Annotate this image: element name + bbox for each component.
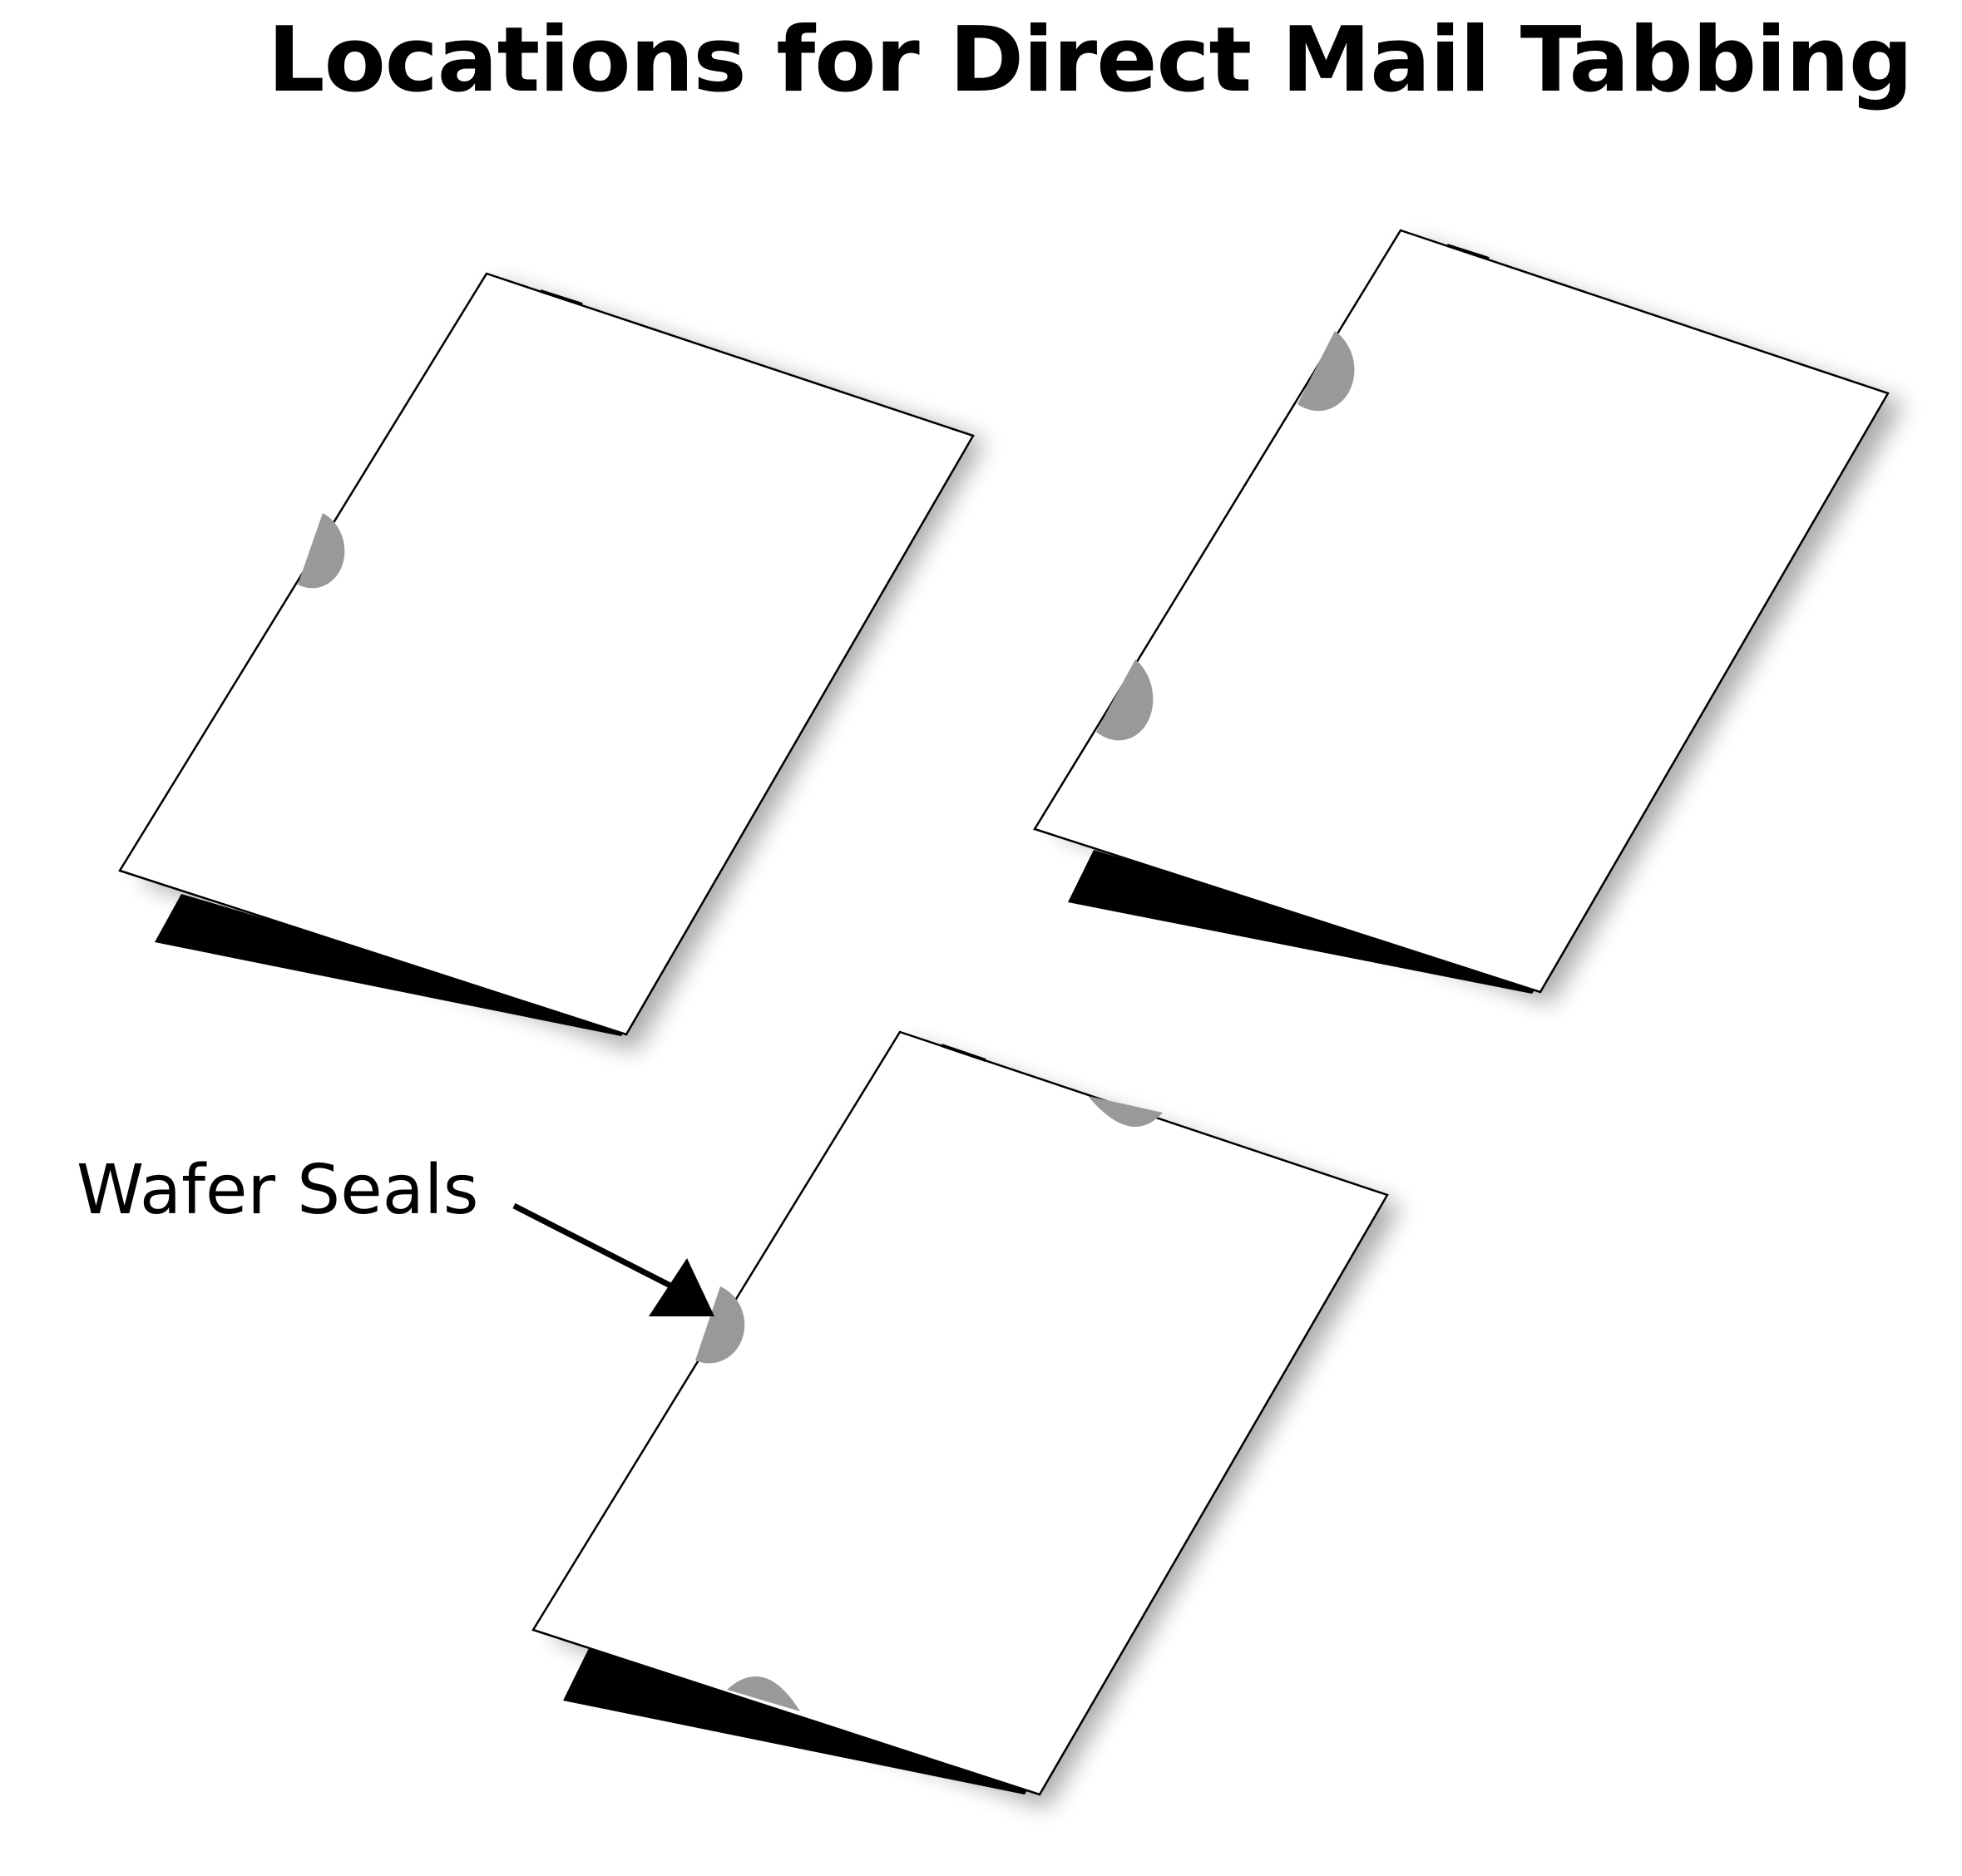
mailer-3-front-panel — [531, 1030, 1389, 1796]
mailer-3 — [531, 1030, 1401, 1809]
mailer-1 — [118, 272, 986, 1052]
mailer-1-back-flap — [155, 894, 628, 1036]
wafer-seal — [1096, 659, 1154, 741]
page-title: Locations for Direct Mail Tabbing — [267, 8, 1913, 112]
wafer-seals-label: Wafer Seals — [77, 1151, 479, 1230]
wafer-seal — [1297, 331, 1355, 412]
mailer-3-back-flap — [563, 1648, 1033, 1795]
wafer-seal — [695, 1286, 745, 1364]
wafer-seal — [298, 513, 345, 589]
mailer-2 — [1033, 229, 1905, 1005]
callout-arrow — [512, 1202, 714, 1316]
wafer-seal — [727, 1676, 800, 1711]
mailer-2-front-panel — [1033, 229, 1890, 994]
mailer-1-front-panel — [118, 272, 975, 1036]
mailer-2-back-flap — [1068, 850, 1540, 994]
wafer-seal — [1088, 1096, 1163, 1127]
